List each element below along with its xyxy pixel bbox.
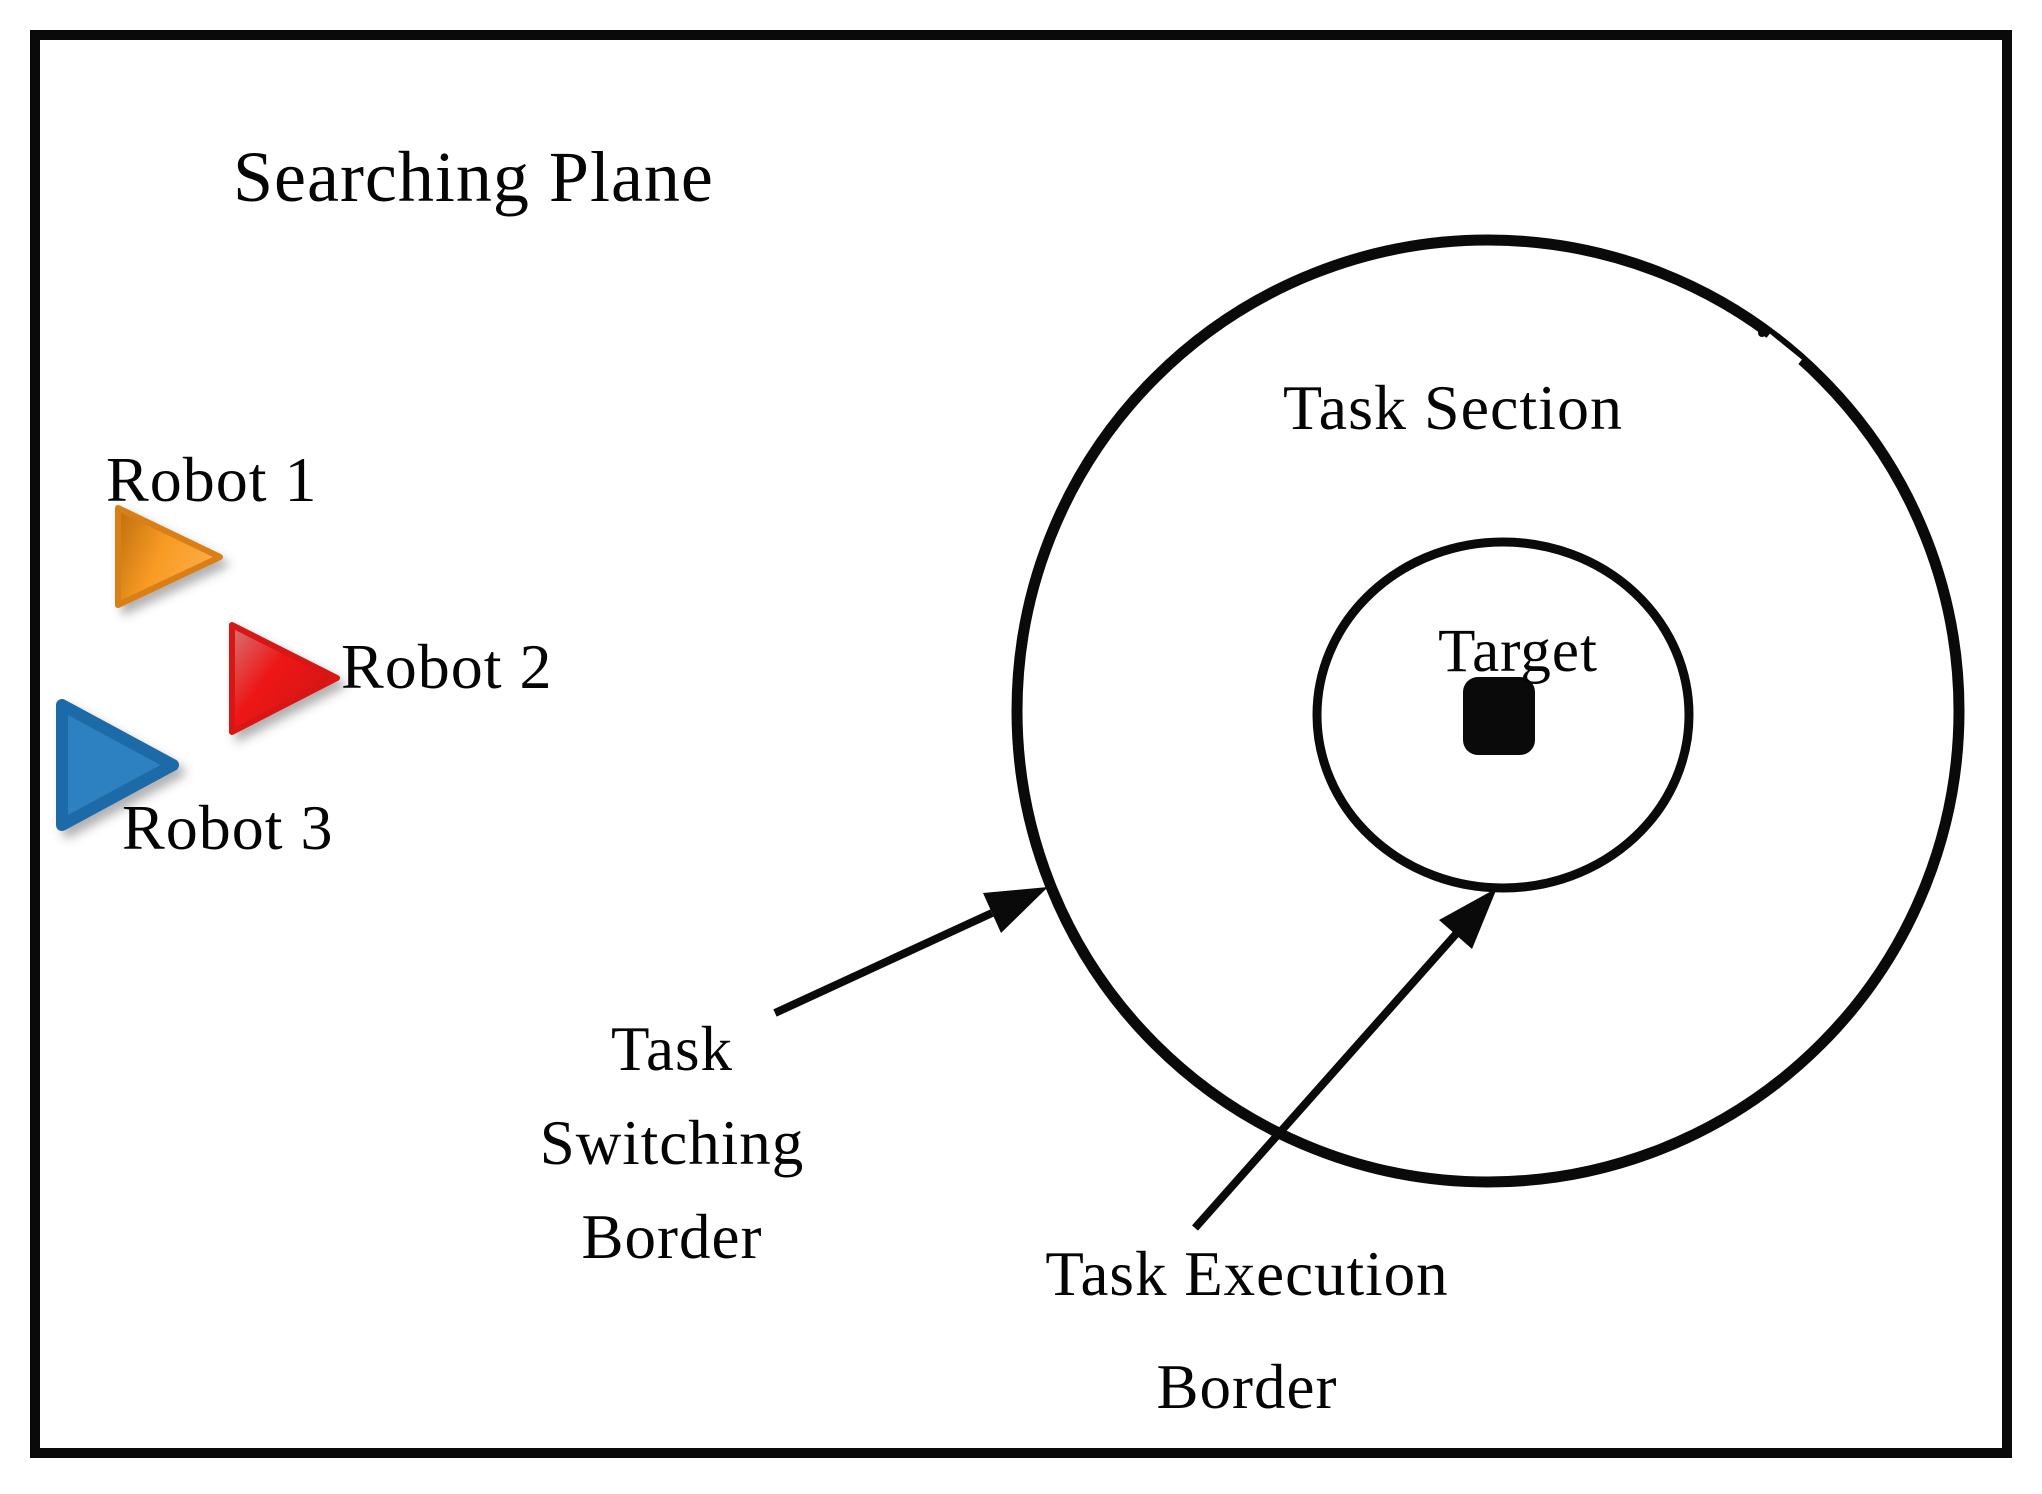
- target-square: [1463, 677, 1535, 755]
- task-switching-border-label-line3: Border: [581, 1202, 763, 1272]
- task-switching-border-arrow: [773, 887, 1048, 1017]
- task-execution-border-arrow: [1192, 888, 1497, 1231]
- task-switching-border-label: Task Switching Border: [540, 1002, 805, 1284]
- task-switching-border-arrow-shaft: [773, 909, 994, 1017]
- circle-notch-dot: [1758, 329, 1766, 337]
- task-execution-border-arrowhead: [1439, 888, 1497, 949]
- task-execution-border-circle: [1312, 537, 1694, 893]
- robot3-label: Robot 3: [122, 792, 334, 863]
- robot1-triangle: [115, 505, 223, 608]
- task-switching-border-arrowhead: [983, 887, 1048, 933]
- target-label: Target: [1438, 618, 1598, 685]
- searching-plane-label: Searching Plane: [233, 137, 714, 217]
- circle-notch: [1766, 333, 1802, 365]
- robot2-triangle: [229, 622, 340, 735]
- task-execution-border-label-line2: Border: [1156, 1352, 1338, 1422]
- robot3-triangle: [56, 699, 179, 831]
- task-execution-border-label: Task Execution Border: [1045, 1218, 1448, 1444]
- task-section-label: Task Section: [1283, 372, 1623, 443]
- task-switching-border-label-line2: Switching: [539, 1108, 805, 1178]
- robot1-label: Robot 1: [106, 444, 318, 515]
- robot2-label: Robot 2: [341, 631, 553, 702]
- task-execution-border-arrow-shaft: [1192, 931, 1459, 1231]
- task-switching-border-label-line1: Task: [610, 1014, 734, 1084]
- task-execution-border-label-line1: Task Execution: [1045, 1239, 1449, 1309]
- task-switching-border-circle: [1011, 234, 1965, 1188]
